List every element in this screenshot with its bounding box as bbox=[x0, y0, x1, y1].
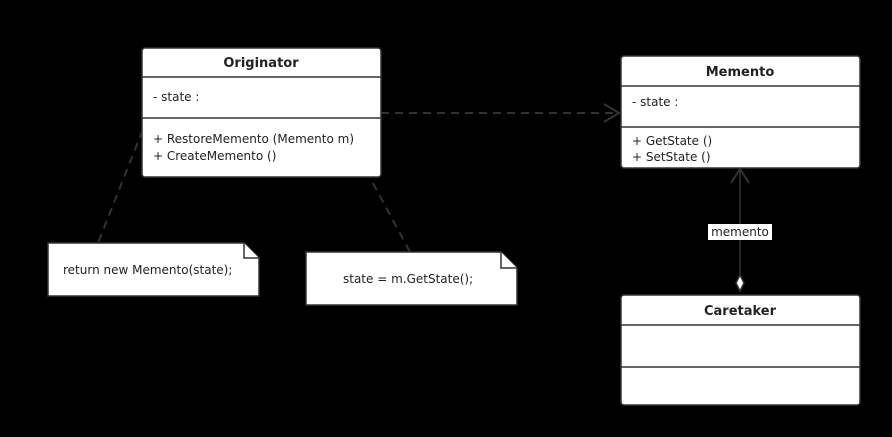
note-create-memento-text: return new Memento(state); bbox=[63, 263, 232, 277]
class-originator-box bbox=[141, 47, 382, 178]
aggregation-arrowhead bbox=[730, 167, 750, 184]
note-restore-memento-box bbox=[305, 251, 518, 306]
note-create-memento[interactable]: return new Memento(state); bbox=[47, 242, 260, 297]
class-originator-operation: + RestoreMemento (Memento m) bbox=[153, 132, 354, 146]
class-memento-operation: + SetState () bbox=[632, 150, 711, 164]
class-originator[interactable]: Originator - state : + RestoreMemento (M… bbox=[141, 47, 382, 178]
class-memento-operation: + GetState () bbox=[632, 134, 712, 148]
note-restore-memento-text: state = m.GetState(); bbox=[343, 272, 473, 286]
class-originator-operation: + CreateMemento () bbox=[153, 149, 276, 163]
note-create-memento-box bbox=[47, 242, 260, 297]
dependency-arrowhead bbox=[603, 103, 621, 123]
class-caretaker[interactable]: Caretaker bbox=[620, 294, 861, 406]
class-originator-attribute: - state : bbox=[153, 90, 199, 104]
note-create-memento-fold bbox=[243, 243, 259, 259]
class-memento[interactable]: Memento - state : + GetState () + SetSta… bbox=[620, 55, 861, 169]
aggregation-label: memento bbox=[711, 225, 769, 239]
dependency-originator-memento bbox=[381, 103, 621, 123]
note-restore-memento[interactable]: state = m.GetState(); bbox=[305, 251, 518, 306]
note-restore-memento-fold bbox=[500, 252, 517, 269]
class-memento-attribute: - state : bbox=[632, 95, 678, 109]
aggregation-diamond bbox=[735, 273, 745, 293]
class-originator-name: Originator bbox=[223, 56, 299, 71]
class-memento-box bbox=[620, 55, 861, 169]
aggregation-label-bg bbox=[708, 224, 772, 240]
class-memento-name: Memento bbox=[706, 65, 775, 80]
class-caretaker-box bbox=[620, 294, 861, 406]
class-caretaker-name: Caretaker bbox=[704, 304, 777, 319]
note-anchor-create-memento bbox=[97, 103, 154, 244]
aggregation-caretaker-memento: memento bbox=[708, 167, 772, 293]
